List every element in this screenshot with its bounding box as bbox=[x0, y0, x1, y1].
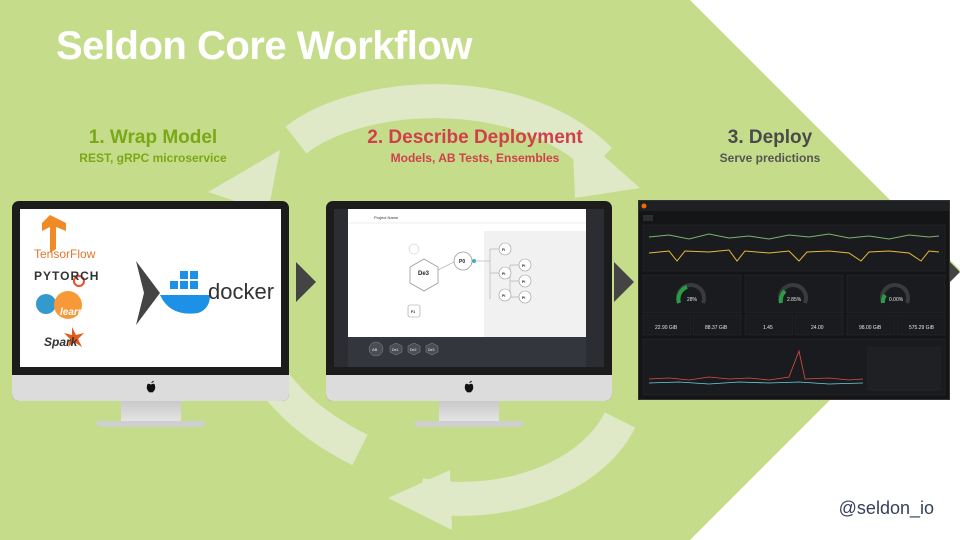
monitor-stand bbox=[439, 401, 499, 423]
step-describe-deployment: 2. Describe Deployment Models, AB Tests,… bbox=[355, 127, 595, 165]
network-series-green bbox=[648, 233, 940, 240]
apple-logo-icon bbox=[145, 380, 157, 394]
svg-text:Pi: Pi bbox=[502, 294, 505, 298]
graph-node-f1[interactable] bbox=[407, 304, 421, 318]
palette-item-ab[interactable] bbox=[368, 341, 384, 357]
gauge-value: 2.85% bbox=[787, 297, 802, 303]
framework-logos bbox=[36, 215, 210, 347]
tensorflow-icon bbox=[42, 215, 66, 253]
gauge-panels: 28% 2.85% 0.00% bbox=[642, 274, 946, 314]
stat-panels: 22.90 GiB 88.37 GiB 1.45 24.00 98.00 GiB… bbox=[642, 314, 946, 336]
palette-items: AB De1 De2 De3 bbox=[368, 341, 439, 357]
cpu-series bbox=[648, 349, 864, 381]
pytorch-logo-text: PYTORCH bbox=[34, 269, 100, 283]
stat-value: 24.00 bbox=[811, 325, 824, 331]
tensorflow-logo-text: TensorFlow bbox=[34, 247, 96, 261]
step-subtitle: REST, gRPC microservice bbox=[79, 151, 227, 165]
spark-icon bbox=[64, 327, 84, 347]
cycle-arrow-top bbox=[285, 84, 613, 173]
graph-node-fi[interactable] bbox=[498, 242, 512, 256]
svg-text:Pi: Pi bbox=[522, 296, 525, 300]
flow-arrow-2 bbox=[614, 262, 634, 302]
graph-node-pi[interactable] bbox=[498, 288, 512, 302]
network-series-yellow bbox=[648, 249, 940, 262]
palette-item-de2[interactable] bbox=[407, 342, 421, 356]
step-heading: 3. Deploy bbox=[727, 127, 813, 148]
flow-arrow-3 bbox=[950, 262, 960, 282]
cycle-arrowhead-left bbox=[208, 150, 280, 212]
spark-logo-text: Spark bbox=[44, 335, 78, 349]
gauge-value: 0.00% bbox=[889, 297, 904, 303]
step-heading: 2. Describe Deployment bbox=[367, 127, 583, 148]
palette-item-de3[interactable] bbox=[425, 342, 439, 356]
svg-text:Pi: Pi bbox=[502, 272, 505, 276]
docker-logo-text: docker bbox=[208, 279, 275, 304]
monitoring-dashboard: 28% 2.85% 0.00% 22.90 GiB 88.37 GiB 1.45… bbox=[638, 200, 950, 400]
dashboard-panels: 28% 2.85% 0.00% 22.90 GiB 88.37 GiB 1.45… bbox=[639, 201, 949, 396]
cycle-arrowhead-bottom bbox=[388, 470, 452, 530]
graph-node-de3[interactable] bbox=[409, 258, 439, 292]
step-subtitle: Serve predictions bbox=[719, 151, 821, 165]
stat-value: 1.45 bbox=[763, 325, 773, 331]
svg-text:AB: AB bbox=[372, 347, 378, 352]
svg-text:Pi: Pi bbox=[522, 280, 525, 284]
twitter-handle: @seldon_io bbox=[838, 498, 934, 518]
palette-bar bbox=[348, 337, 586, 367]
gauge-value: 28% bbox=[687, 297, 698, 303]
stat-value: 88.37 GiB bbox=[705, 325, 728, 331]
graph-connector bbox=[472, 259, 476, 263]
apple-logo-icon bbox=[463, 380, 475, 394]
deployment-editor: Project Name De3 P0 Fi Pi Pi bbox=[334, 209, 604, 367]
docker-whale-icon bbox=[160, 271, 210, 314]
pytorch-icon bbox=[73, 275, 85, 287]
cpu-series-2 bbox=[648, 381, 864, 385]
page-title: Seldon Core Workflow bbox=[56, 24, 472, 68]
monitor-foot bbox=[95, 421, 206, 427]
graph-node-pi[interactable] bbox=[518, 274, 532, 288]
imac-wrap-model: TensorFlow PYTORCH learn Spark docker bbox=[12, 201, 289, 429]
step-deploy: 3. Deploy Serve predictions bbox=[690, 127, 850, 165]
svg-text:De2: De2 bbox=[410, 348, 416, 352]
svg-text:P0: P0 bbox=[459, 259, 465, 265]
imac-describe-deployment: Project Name De3 P0 Fi Pi Pi bbox=[326, 201, 612, 429]
palette-item-de1[interactable] bbox=[389, 342, 403, 356]
sklearn-logo-text: learn bbox=[60, 307, 84, 318]
stat-value: 98.00 GiB bbox=[859, 325, 882, 331]
stat-value: 22.90 GiB bbox=[655, 325, 678, 331]
graph-node-pi[interactable] bbox=[498, 266, 512, 280]
svg-text:De3: De3 bbox=[428, 348, 434, 352]
sklearn-icon bbox=[36, 291, 82, 319]
flow-arrow-1 bbox=[296, 262, 316, 302]
arrow-icon bbox=[136, 261, 160, 325]
monitor-screen: TensorFlow PYTORCH learn Spark docker bbox=[20, 209, 281, 367]
stat-value: 575.29 GiB bbox=[909, 325, 935, 331]
svg-text:Pi: Pi bbox=[522, 264, 525, 268]
monitor-screen: Project Name De3 P0 Fi Pi Pi bbox=[334, 209, 604, 367]
graph-node-pi[interactable] bbox=[518, 258, 532, 272]
svg-text:F1: F1 bbox=[411, 310, 415, 314]
graph-node-pi[interactable] bbox=[518, 290, 532, 304]
graph-node-input[interactable] bbox=[408, 243, 420, 255]
svg-text:Fi: Fi bbox=[502, 248, 505, 252]
step-wrap-model: 1. Wrap Model REST, gRPC microservice bbox=[60, 127, 246, 165]
monitor-foot bbox=[414, 421, 524, 427]
editor-toolbar-title: Project Name bbox=[374, 215, 399, 220]
step-subtitle: Models, AB Tests, Ensembles bbox=[390, 151, 560, 165]
svg-text:De3: De3 bbox=[418, 271, 430, 277]
step-heading: 1. Wrap Model bbox=[88, 127, 218, 148]
monitor-stand bbox=[120, 401, 181, 423]
cycle-arrowhead-top bbox=[572, 128, 640, 198]
svg-text:De1: De1 bbox=[392, 348, 398, 352]
